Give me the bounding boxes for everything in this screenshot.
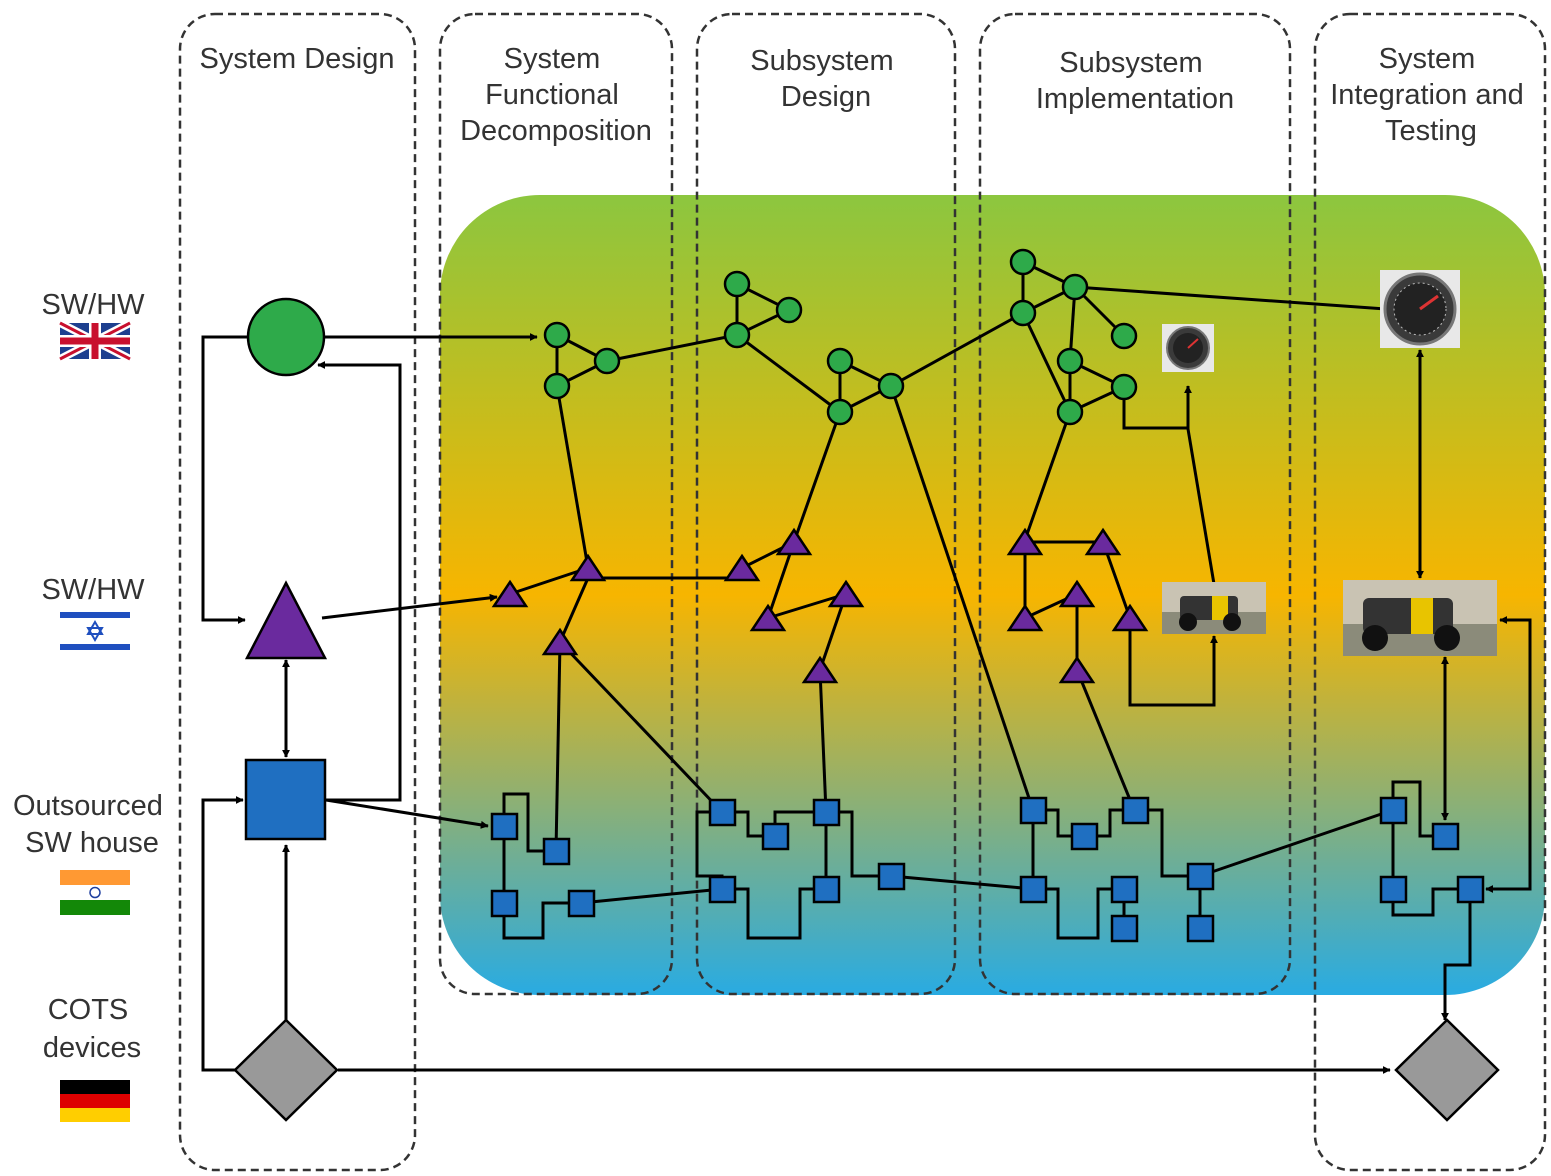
square-node: [1019, 875, 1048, 904]
circle-node: [723, 270, 751, 298]
circle-node: [1061, 273, 1089, 301]
circle-node: [1110, 322, 1138, 350]
circle-node: [543, 321, 571, 349]
gauge-icon: [1162, 324, 1214, 372]
india-flag-icon: [60, 870, 130, 915]
column-functional-decomposition: [438, 12, 674, 996]
circle-node: [1009, 299, 1037, 327]
circle-node: [1056, 347, 1084, 375]
column-subsystem-design: [695, 12, 957, 996]
triangle-node: [827, 579, 865, 608]
square-node: [812, 875, 841, 904]
square-node: [1379, 875, 1408, 904]
blue-nodes: [490, 796, 1485, 943]
square-node: [1019, 796, 1048, 825]
row-label-germany: COTS devices: [43, 994, 141, 1064]
gauge-icon: [1380, 270, 1460, 348]
square-node: [708, 798, 737, 827]
circle-node: [723, 321, 751, 349]
square-node: [1121, 796, 1150, 825]
diamond-node-right: [1394, 1018, 1500, 1122]
triangle-node: [1006, 527, 1044, 556]
process-background: [440, 195, 1545, 995]
purple-nodes: [491, 527, 1149, 684]
square-node: [490, 889, 519, 918]
column-title-subsystem-design: Subsystem Design: [750, 45, 902, 113]
square-node: [1186, 862, 1215, 891]
circle-node: [826, 347, 854, 375]
square-node: [812, 798, 841, 827]
square-node: [490, 812, 519, 841]
row-labels: SW/HW SW/HW Outsourced SW house COTS dev…: [13, 289, 171, 1064]
square-node: [1431, 822, 1460, 851]
row-label-india: Outsourced SW house: [13, 790, 171, 859]
circle-node: [877, 372, 905, 400]
vehicle-photo: [1162, 582, 1266, 634]
triangle-node: [1111, 603, 1149, 632]
circle-node: [1110, 373, 1138, 401]
triangle-node: [775, 527, 813, 556]
square-node: [761, 822, 790, 851]
circle-node: [1009, 248, 1037, 276]
circle-node: [775, 296, 803, 324]
triangle-node: [1084, 527, 1122, 556]
column-title-integration-testing: System Integration and Testing: [1330, 43, 1532, 147]
triangle-node-large: [244, 580, 328, 660]
triangle-node: [1058, 579, 1096, 608]
column-integration-testing: [1313, 12, 1547, 1172]
circle-node: [593, 347, 621, 375]
square-node: [1110, 875, 1139, 904]
row-label-israel: SW/HW: [41, 574, 145, 606]
triangle-node: [541, 627, 579, 656]
square-node: [1456, 875, 1485, 904]
system-design-shapes: [233, 297, 1500, 1122]
column-boxes: [178, 12, 1547, 1172]
column-system-design: [178, 12, 417, 1172]
triangle-node: [569, 553, 607, 582]
triangle-node: [1006, 603, 1044, 632]
uk-flag-icon: [58, 319, 132, 363]
column-titles: System Design System Functional Decompos…: [199, 43, 1532, 147]
triangle-node: [801, 655, 839, 684]
square-node: [1070, 822, 1099, 851]
square-node: [877, 862, 906, 891]
column-title-subsystem-implementation: Subsystem Implementation: [1036, 47, 1234, 115]
column-subsystem-implementation: [978, 12, 1292, 996]
vehicle-photo: [1343, 580, 1497, 656]
column-title-system-design: System Design: [199, 43, 394, 75]
row-label-uk: SW/HW: [41, 289, 145, 321]
square-node: [542, 837, 571, 866]
square-node: [1110, 914, 1139, 943]
square-node-large: [244, 758, 327, 841]
square-node: [567, 889, 596, 918]
triangle-node: [749, 603, 787, 632]
circle-node: [1056, 398, 1084, 426]
square-node: [708, 875, 737, 904]
square-node: [1379, 796, 1408, 825]
israel-flag-icon: [60, 608, 130, 654]
circle-node-large: [246, 297, 326, 377]
triangle-node: [723, 553, 761, 582]
germany-flag-icon: [60, 1080, 130, 1122]
triangle-node: [491, 579, 529, 608]
green-nodes: [543, 248, 1138, 426]
column-title-functional-decomposition: System Functional Decomposition: [460, 43, 652, 147]
diamond-node-left: [233, 1018, 339, 1122]
square-node: [1186, 914, 1215, 943]
circle-node: [543, 372, 571, 400]
triangle-node: [1058, 655, 1096, 684]
circle-node: [826, 398, 854, 426]
